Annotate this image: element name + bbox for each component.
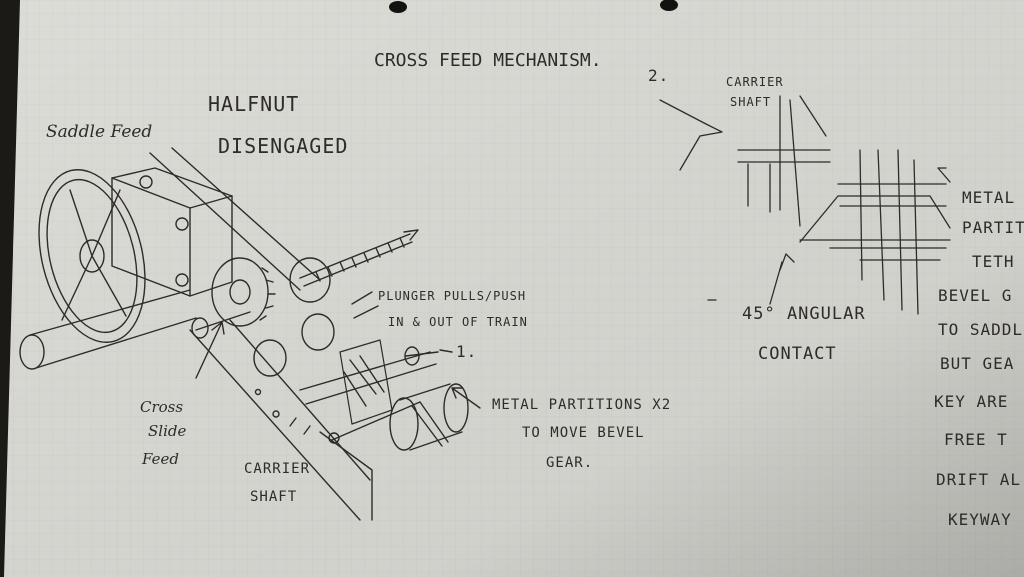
halfnut-label: HALFNUT	[208, 92, 300, 116]
side-note-1: METAL	[962, 188, 1016, 207]
side-note-10: KEYWAY	[948, 510, 1012, 529]
shaft-cylinder	[399, 383, 463, 451]
carrier-shaft-label-line2: SHAFT	[250, 489, 298, 505]
punch-hole	[660, 0, 678, 11]
partitions-label-line3: GEAR.	[546, 455, 594, 471]
angular-contact-line2: CONTACT	[758, 344, 837, 364]
plunger-label-line2: IN & OUT OF TRAIN	[388, 315, 528, 329]
side-note-5: TO SADDL	[938, 320, 1024, 339]
angular-contact-line1: 45° ANGULAR	[742, 304, 866, 324]
detail-carrier-line1: CARRIER	[726, 75, 784, 89]
sheet-title: CROSS FEED MECHANISM.	[374, 50, 602, 71]
gear	[211, 257, 269, 327]
side-note-9: DRIFT AL	[936, 470, 1022, 489]
disengaged-label: DISENGAGED	[218, 134, 349, 158]
side-note-6: BUT GEA	[940, 354, 1015, 373]
partitions-label-line1: METAL PARTITIONS X2	[492, 397, 672, 413]
side-note-2: PARTIT	[962, 218, 1024, 237]
lead-screw	[299, 233, 413, 287]
side-note-3: TETH	[972, 252, 1015, 271]
carrier-shaft-label-line1: CARRIER	[244, 461, 311, 477]
marker-2: 2.	[648, 66, 670, 85]
punch-hole	[389, 1, 407, 13]
cross-slide-feed-line3: Feed	[142, 450, 179, 468]
cross-slide-feed-line1: Cross	[140, 398, 184, 416]
side-note-8: FREE T	[944, 430, 1008, 449]
labels: CROSS FEED MECHANISM.	[374, 50, 602, 71]
marker-1: 1.	[456, 342, 478, 361]
partitions-label-line2: TO MOVE BEVEL	[522, 425, 645, 441]
bevel-detail-drawing	[659, 95, 951, 315]
saddle-feed-label: Saddle Feed	[46, 122, 153, 142]
handwheel	[38, 169, 146, 343]
side-note-4: BEVEL G	[938, 286, 1013, 305]
side-note-7: KEY ARE	[934, 392, 1009, 411]
plunger-label-line1: PLUNGER PULLS/PUSH	[378, 289, 527, 303]
cross-slide-feed-line2: Slide	[148, 422, 187, 440]
paper-sheet	[4, 0, 1024, 577]
detail-carrier-line2: SHAFT	[730, 95, 772, 109]
mechanism-drawing	[19, 147, 481, 521]
